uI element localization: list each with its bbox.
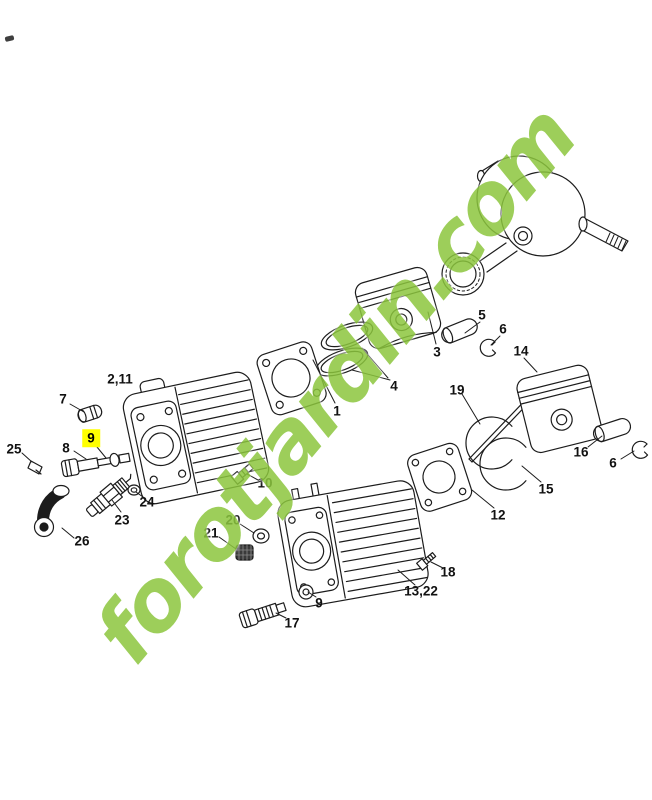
valve17-drawing [238,602,287,629]
part-label-25: 25 [6,441,22,457]
part-label-7: 7 [59,391,67,407]
elbow-connector-drawing [33,484,70,538]
piston-pin2-drawing [592,418,632,443]
part-label-14: 14 [513,343,529,359]
part-label-1: 1 [333,403,341,419]
cylinder-gasket-drawing [256,341,327,416]
piston2-drawing [516,364,603,454]
part-label-15: 15 [538,481,554,497]
clip-drawing [27,460,43,475]
crankcase-gasket-drawing [407,442,473,512]
piston-rings2-drawing [465,416,527,491]
part-label-2-11: 2,11 [107,371,133,387]
part-label-3: 3 [433,344,441,360]
crankcase-drawing [277,480,429,608]
part-label-9-highlighted: 9 [82,429,100,447]
circlip2-drawing [631,440,649,459]
screw18-drawing [416,552,437,571]
leader-lines [21,311,635,619]
screw10-drawing [230,463,254,485]
part-label-6: 6 [499,321,507,337]
part-label-17: 17 [284,615,300,631]
part-label-23: 23 [114,512,130,528]
part-label-5: 5 [478,307,486,323]
part-label-18: 18 [440,564,456,580]
part-label-10: 10 [257,475,273,491]
part-label-6: 6 [609,455,617,471]
part-label-12: 12 [490,507,506,523]
washer20-drawing [252,528,270,544]
spark-plug-drawing [86,473,132,517]
part-label-20: 20 [225,512,241,528]
nut-drawing [235,544,254,561]
part-label-24: 24 [139,494,155,510]
crankshaft-drawing [441,155,629,296]
part-label-19: 19 [449,382,465,398]
part-label-4: 4 [390,378,398,394]
part-label-8: 8 [62,440,70,456]
cylinder-drawing [122,371,270,505]
part-label-26: 26 [74,533,90,549]
part-label-9: 9 [315,595,323,611]
piston-drawing [354,266,442,350]
circlip-drawing [479,338,497,357]
part-label-21: 21 [203,525,219,541]
decompression-valve-drawing [60,452,131,478]
washer9-drawing [298,584,314,600]
part-label-13-22: 13,22 [404,583,438,599]
part-label-16: 16 [573,444,589,460]
